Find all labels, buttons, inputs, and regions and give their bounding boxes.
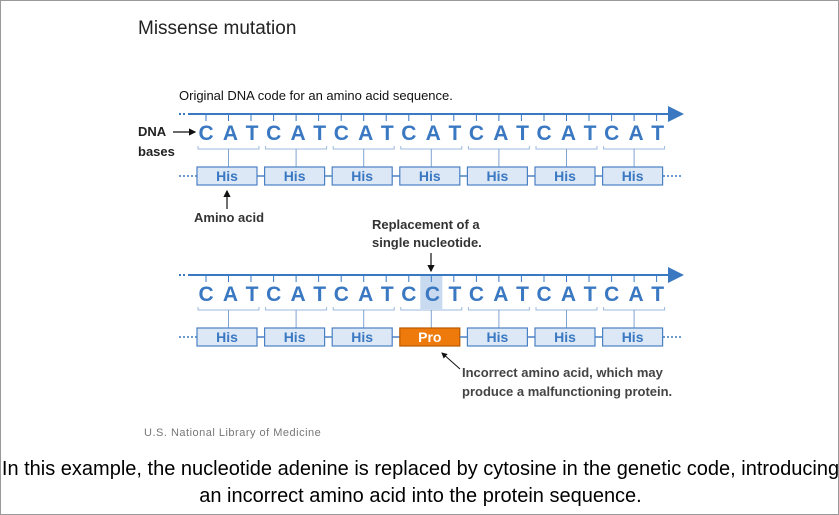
incorrect-amino-acid-arrow-icon: [441, 352, 461, 370]
codon-bracket: [603, 307, 666, 311]
codon: CAT: [537, 283, 597, 306]
amino-acid-label: His: [216, 329, 238, 345]
codon-bracket: [332, 146, 395, 150]
amino-acid-label: His: [487, 168, 509, 184]
codon-bracket: [603, 146, 666, 150]
codon: CAT: [469, 283, 529, 306]
dna-bases-label-line2: bases: [138, 144, 175, 159]
incorrect-label-line1: Incorrect amino acid, which may: [462, 365, 664, 380]
codon: CAT: [604, 283, 664, 306]
codon-bracket: [535, 146, 598, 150]
amino-acid-box: [601, 166, 664, 186]
codon-bracket: [535, 307, 598, 311]
codon: CAT: [401, 122, 461, 145]
codon-bracket: [332, 307, 395, 311]
codon-bracket: [265, 307, 328, 311]
amino-acid-label: His: [351, 168, 373, 184]
replacement-label-line2: single nucleotide.: [372, 235, 482, 250]
amino-acid-label: His: [622, 168, 644, 184]
amino-acid-label: His: [487, 329, 509, 345]
codon: CAT: [604, 122, 664, 145]
codon-bracket: [467, 307, 530, 311]
amino-acid-label: His: [351, 329, 373, 345]
incorrect-label-line2: produce a malfunctioning protein.: [462, 384, 672, 399]
amino-acid-label: His: [284, 329, 306, 345]
codon: CAT: [266, 122, 326, 145]
original-sequence-row: CAT His CAT His CAT His CAT His CAT His CAT His CAT H…: [179, 106, 684, 186]
amino-acid-label: Amino acid: [194, 210, 264, 225]
codon-bracket: [467, 146, 530, 150]
amino-acid-label: Pro: [418, 329, 441, 345]
mutated-base-highlight: [420, 276, 443, 309]
mutated-sequence-row: CAT His CAT His CAT His CCT Pro CAT His CAT His CAT H…: [179, 267, 684, 347]
codon-bracket: [265, 146, 328, 150]
original-sequence-label: Original DNA code for an amino acid sequ…: [179, 88, 453, 103]
codon: CCT: [401, 283, 461, 306]
amino-acid-label: His: [622, 329, 644, 345]
codon: CAT: [334, 283, 394, 306]
amino-acid-box: [601, 327, 664, 347]
slide-title: Missense mutation: [138, 18, 297, 39]
amino-acid-label: His: [216, 168, 238, 184]
codon: CAT: [199, 122, 259, 145]
amino-acid-label: His: [284, 168, 306, 184]
codon: CAT: [334, 122, 394, 145]
slide-caption: In this example, the nucleotide adenine …: [1, 458, 839, 507]
amino-acid-label: His: [419, 168, 441, 184]
codon: CAT: [469, 122, 529, 145]
dna-bases-label-line1: DNA: [138, 124, 167, 139]
codon: CAT: [199, 283, 259, 306]
replacement-label-line1: Replacement of a: [372, 217, 480, 232]
amino-acid-label: His: [554, 168, 576, 184]
codon: CAT: [266, 283, 326, 306]
codon-bracket: [197, 146, 260, 150]
codon-bracket: [400, 146, 463, 150]
codon-bracket: [197, 307, 260, 311]
source-credit: U.S. National Library of Medicine: [144, 427, 322, 439]
codon: CAT: [537, 122, 597, 145]
amino-acid-label: His: [554, 329, 576, 345]
